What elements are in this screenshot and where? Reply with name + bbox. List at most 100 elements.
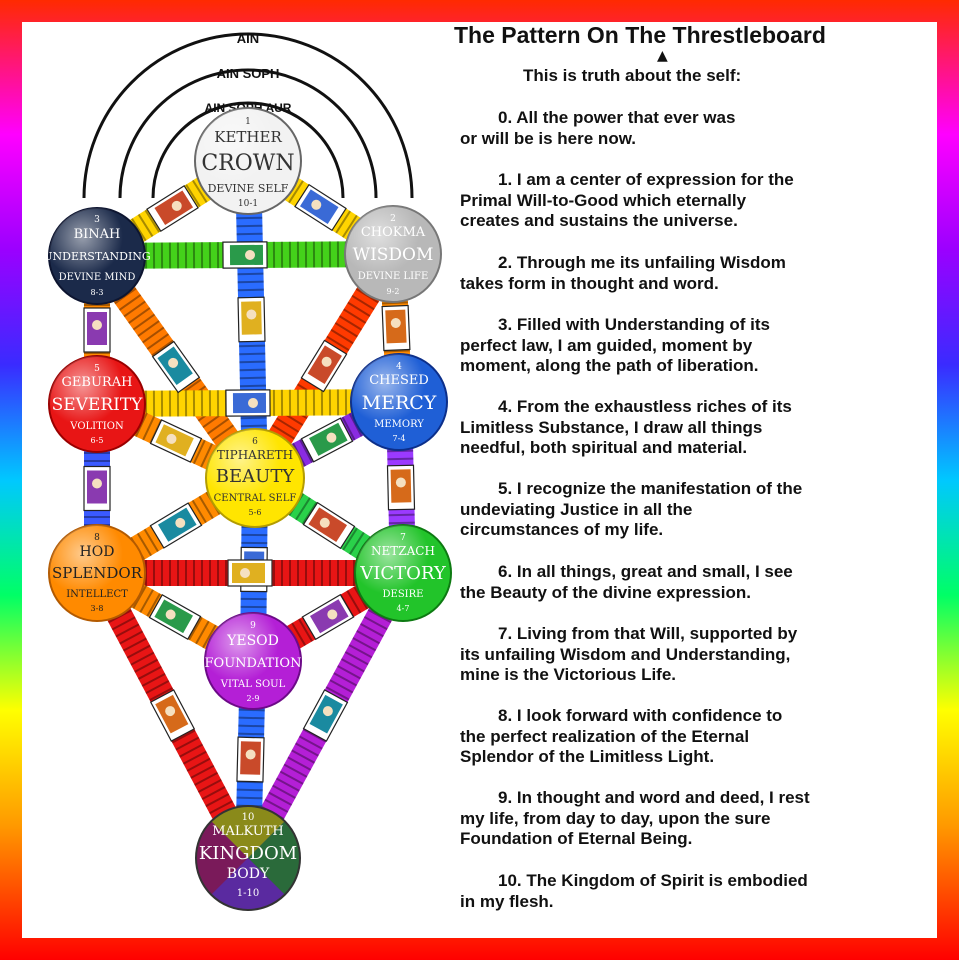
geburah-code: 6-5 [91,436,104,445]
tarot-card-24 [149,502,203,549]
chesed-number: 4 [396,362,402,372]
tarot-card-32 [236,736,265,783]
malkuth-title: KINGDOM [199,843,297,864]
path-coil-binah-chokma [96,241,394,269]
chesed-title: MERCY [362,392,437,414]
malkuth-aspect: BODY [227,866,270,882]
sephira-chesed: 4 CHESED MERCY MEMORY 7-4 [350,353,448,451]
sephira-geburah: 5 GEBURAH SEVERITY VOLITION 6-5 [48,355,146,453]
veil-arcs [82,32,414,199]
sephira-kether: 1 KETHER CROWN DEVINE SELF 10-1 [194,107,302,215]
tarot-cards-layer [83,183,416,783]
statement-3: 3. Filled with Understanding of its perf… [460,315,771,376]
tiphareth-name: TIPHARETH [217,448,293,462]
tiphareth-code: 5-6 [249,508,262,517]
tarot-card-13 [237,296,266,343]
statement-5: 5. I recognize the manifestation of the … [460,479,803,540]
veil-ain: AIN [237,31,259,46]
chokma-title: WISDOM [353,245,434,265]
malkuth-code: 1-10 [237,888,259,899]
malkuth-number: 10 [242,812,255,823]
statement-7: 7. Living from that Will, supported by i… [460,624,798,685]
tarot-card-11 [146,184,199,233]
chokma-aspect: DEVINE LIFE [358,271,429,282]
binah-number: 3 [94,215,100,225]
hod-name: HOD [80,544,115,560]
tarot-card-20 [149,419,203,463]
geburah-name: GEBURAH [62,375,133,390]
tarot-card-12 [294,183,347,232]
statement-9: 9. In thought and word and deed, I rest … [460,788,810,849]
statement-8: 8. I look forward with confidence to the… [460,706,783,767]
tarot-card-23 [386,464,416,511]
netzach-number: 7 [400,533,406,543]
geburah-aspect: VOLITION [69,421,124,432]
hod-aspect: INTELLECT [66,589,128,600]
netzach-title: VICTORY [359,563,447,584]
hod-number: 8 [94,533,100,543]
tarot-card-25 [302,501,356,550]
statement-4: 4. From the exhaustless riches of its Li… [460,397,792,458]
yesod-aspect: VITAL SOUL [220,679,286,690]
kether-aspect: DEVINE SELF [208,182,289,195]
geburah-title: SEVERITY [52,395,144,415]
kether-code: 10-1 [238,199,258,209]
yesod-number: 9 [250,621,256,631]
sephira-chokma: 2 CHOKMA WISDOM DEVINE LIFE 9-2 [344,205,442,303]
caret-mark: ▲ [657,48,668,64]
statement-1: 1. I am a center of expression for the P… [460,170,794,231]
chokma-number: 2 [390,214,396,224]
sephira-netzach: 7 NETZACH VICTORY DESIRE 4-7 [354,524,452,622]
malkuth-name: MALKUTH [212,824,284,839]
netzach-name: NETZACH [371,544,435,558]
tarot-card-31 [302,689,349,742]
binah-aspect: DEVINE MIND [59,272,136,283]
statement-6: 6. In all things, great and small, I see… [460,562,793,602]
kether-title: CROWN [201,151,294,176]
tarot-card-21 [300,417,354,463]
geburah-number: 5 [94,364,100,374]
kether-number: 1 [245,117,251,127]
tiphareth-aspect: CENTRAL SELF [214,493,297,504]
page-background [22,22,937,938]
veil-ain-soph: AIN SOPH [217,66,280,81]
kether-name: KETHER [214,128,282,146]
binah-code: 8-3 [91,288,104,297]
hod-code: 3-8 [91,604,104,613]
path-coil-kether-tiphareth [235,160,268,479]
netzach-code: 4-7 [397,604,410,613]
binah-title: UNDERSTANDING [43,250,150,263]
tarot-card-30 [149,689,196,742]
yesod-name: YESOD [226,633,279,649]
tarot-card-18 [300,339,348,393]
tarot-card-19 [225,389,271,417]
chesed-name: CHESED [369,373,429,388]
tarot-card-14 [222,241,268,269]
sephira-tiphareth: 6 TIPHARETH BEAUTY CENTRAL SELF 5-6 [205,428,305,528]
chesed-aspect: MEMORY [374,419,424,430]
statement-2: 2. Through me its unfailing Wisdom takes… [460,253,786,293]
sephira-yesod: 9 YESOD FOUNDATION VITAL SOUL 2-9 [204,612,302,710]
tarot-card-15 [83,307,111,353]
statement-0: 0. All the power that ever was or will b… [460,108,736,148]
tiphareth-number: 6 [252,437,258,447]
chokma-code: 9-2 [387,287,400,296]
sephira-malkuth: 10 MALKUTH KINGDOM BODY 1-10 [195,805,301,911]
binah-name: BINAH [74,227,121,242]
tarot-card-27 [227,559,273,587]
hod-title: SPLENDOR [52,564,143,582]
tiphareth-title: BEAUTY [216,466,296,487]
yesod-code: 2-9 [247,694,260,703]
statement-10: 10. The Kingdom of Spirit is embodied in… [460,871,808,911]
yesod-title: FOUNDATION [205,656,302,671]
tarot-card-29 [301,593,355,641]
sephira-binah: 3 BINAH UNDERSTANDING DEVINE MIND 8-3 [43,207,151,305]
chesed-code: 7-4 [393,434,406,443]
page-subtitle: This is truth about the self: [523,66,742,85]
page-title: The Pattern On The Threstleboard [454,22,826,48]
chokma-name: CHOKMA [361,225,426,240]
netzach-aspect: DESIRE [383,589,424,600]
tarot-card-22 [83,465,111,512]
tarot-card-17 [151,340,201,394]
